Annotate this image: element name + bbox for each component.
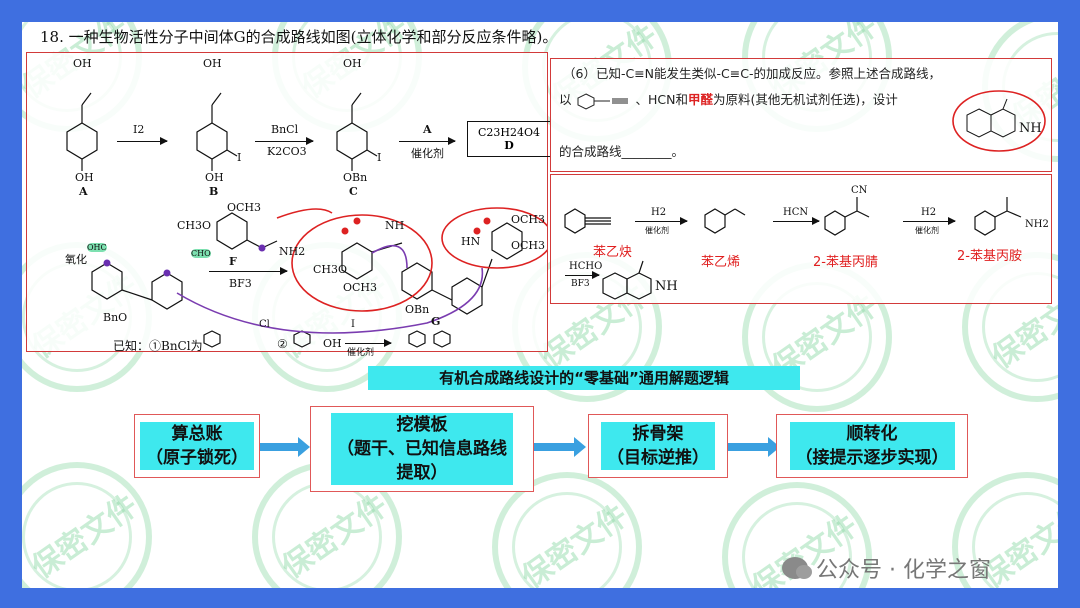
group-label: NH [385, 219, 405, 232]
wechat-icon [782, 557, 812, 579]
flow-arrow [260, 437, 310, 457]
scheme-structures [66, 92, 547, 348]
group-label: OH [323, 337, 342, 350]
group-label: OBn [343, 171, 368, 184]
compound-label: C [349, 185, 358, 198]
watermark-stamp: 保密文件 [952, 472, 1058, 588]
logic-banner: 有机合成路线设计的“零基础”通用解题逻辑 [368, 366, 800, 390]
compound-label: A [79, 185, 88, 198]
group-label: OCH3 [511, 213, 546, 226]
watermark-stamp: 保密文件 [722, 482, 872, 588]
group-label: NH2 [279, 245, 306, 258]
flow-arrow [728, 437, 780, 457]
reagent-label: HCN [783, 207, 809, 218]
reaction-arrow [903, 217, 956, 225]
answer-structures [564, 197, 1022, 300]
step-forward-transform: 顺转化（接提示逐步实现） [776, 414, 968, 478]
reaction-arrow [635, 217, 688, 225]
reagent-label: BF3 [571, 279, 590, 289]
reagent-label: 催化剂 [645, 226, 669, 235]
phenylacetylene-icon [577, 92, 628, 110]
group-label: I [377, 151, 382, 164]
reagent-label: H2 [921, 207, 937, 218]
group-label: OH [205, 171, 224, 184]
group-label: OH [73, 57, 92, 70]
synthesis-scheme-panel: OH OH A I2 OH I OH B BnCl K2CO3 OH I OBn… [26, 52, 551, 358]
reaction-arrow [565, 271, 600, 279]
reagent-label: H2 [651, 207, 667, 218]
reagent-label: I2 [133, 123, 145, 136]
group-label: OH [75, 171, 94, 184]
product-label: 2-苯基丙胺 [957, 249, 1022, 264]
known-info-label: ② [277, 337, 288, 351]
compound-label: B [209, 185, 219, 198]
reagent-label: BnCl [271, 123, 299, 136]
watermark-stamp: 保密文件 [22, 462, 152, 588]
compound-label: F [229, 255, 237, 268]
group-label: HN [461, 235, 481, 248]
reagent-label: BF3 [229, 277, 252, 290]
group-label: Cl [259, 319, 270, 330]
group-label: BnO [103, 311, 128, 324]
reagent-label: 催化剂 [347, 348, 375, 358]
answer-route-panel: H2 催化剂 HCN CN H2 催化剂 NH2 苯乙炔 苯乙烯 2-苯基丙腈 … [550, 174, 1052, 304]
target-molecule [952, 90, 1046, 152]
reagent-label: A [423, 123, 432, 136]
footer-watermark: 公众号 · 化学之窗 [782, 552, 991, 584]
flow-arrow [534, 437, 586, 457]
step-calculate-total: 算总账（原子锁死） [134, 414, 260, 478]
question-6-line1: （6）已知-C≡N能发生类似-C≡C-的加成反应。参照上述合成路线， [563, 66, 941, 81]
group-label: CH3O [313, 263, 348, 276]
slide: 保密文件 保密文件 保密文件 保密文件 保密文件 保密文件 保密文件 保密文件 … [22, 22, 1058, 588]
reaction-arrow [345, 339, 392, 347]
product-label: 苯乙烯 [701, 255, 741, 270]
group-label: CH3O [177, 219, 212, 232]
step-disassemble-skeleton: 拆骨架（目标逆推） [588, 414, 728, 478]
reaction-arrow [117, 137, 168, 145]
question-6-line3: 的合成路线________。 [559, 144, 685, 159]
compound-d-box: C23H24O4 D [467, 121, 551, 157]
reagent-label: HCHO [569, 261, 603, 272]
known-info-label: 已知：①BnCl为 [113, 339, 203, 353]
question-6-line2: 以 、HCN和甲醛为原料(其他无机试剂任选)，设计 [559, 87, 898, 113]
reaction-arrow [773, 217, 820, 225]
group-label: OBn [405, 303, 430, 316]
group-label: CN [851, 185, 868, 196]
group-label: NH [655, 279, 678, 294]
product-label: 苯乙炔 [593, 245, 633, 260]
question-title: 18. 一种生物活性分子中间体G的合成路线如图(立体化学和部分反应条件略)。 [40, 28, 558, 46]
reagent-label: K2CO3 [267, 145, 307, 158]
group-label: OHC [87, 243, 107, 252]
group-label: OH [203, 57, 222, 70]
compound-label: G [431, 315, 441, 328]
group-label: NH [1019, 121, 1042, 136]
group-label: OH [343, 57, 362, 70]
reaction-arrow [209, 267, 288, 275]
reagent-label: 氧化 [65, 253, 87, 266]
group-label: OCH3 [343, 281, 378, 294]
group-label: OCH3 [511, 239, 546, 252]
step-extract-template: 挖模板（题干、已知信息路线提取） [310, 406, 534, 492]
reagent-label: 催化剂 [915, 226, 939, 235]
question-6-panel: （6）已知-C≡N能发生类似-C≡C-的加成反应。参照上述合成路线， 以 、HC… [550, 58, 1052, 172]
group-label: OCH3 [227, 201, 262, 214]
group-label: CHO [191, 249, 211, 258]
reagent-label: 催化剂 [411, 147, 444, 160]
group-label: I [351, 319, 355, 330]
group-label: I [237, 151, 242, 164]
product-label: 2-苯基丙腈 [813, 255, 878, 270]
reaction-arrow [399, 137, 456, 145]
group-label: NH2 [1025, 219, 1049, 230]
watermark-stamp: 保密文件 [492, 472, 642, 588]
reaction-arrow [255, 137, 314, 145]
